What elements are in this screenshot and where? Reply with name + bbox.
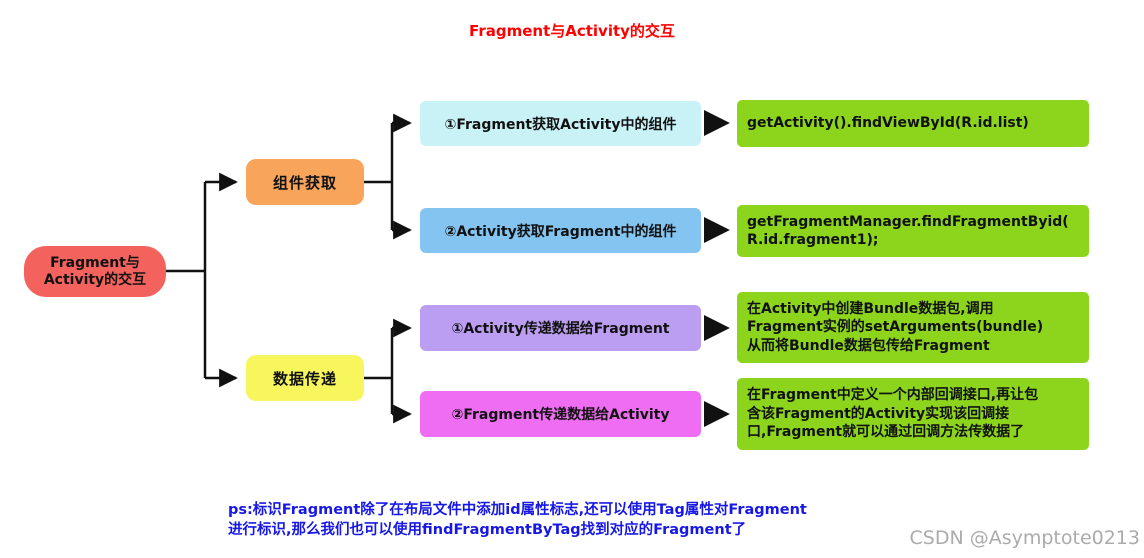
watermark-text: CSDN @Asymptote0213 [909,527,1141,549]
thin-connectors [166,113,412,424]
diagram-title: Fragment与Activity的交互 [469,22,675,40]
leaf-node-activity-get-fragment-component: ②Activity获取Fragment中的组件 [420,208,701,253]
leaf-node-activity-pass-data-to-fragment: ①Activity传递数据给Fragment [420,305,701,351]
result-box-findviewbyid: getActivity().findViewById(R.id.list) [737,100,1089,147]
result-box-callback-interface: 在Fragment中定义一个内部回调接口,再让包 含该Fragment的Acti… [737,378,1089,450]
thick-connectors [703,110,730,427]
leaf-node-fragment-pass-data-to-activity: ②Fragment传递数据给Activity [420,391,701,437]
branch-node-component-acquire: 组件获取 [246,159,364,205]
branch-node-data-transfer: 数据传递 [246,355,364,401]
footnote-ps-text: ps:标识Fragment除了在布局文件中添加id属性标志,还可以使用Tag属性… [228,502,807,538]
root-node: Fragment与 Activity的交互 [24,246,166,297]
leaf-node-fragment-get-activity-component: ①Fragment获取Activity中的组件 [420,101,701,146]
result-box-bundle-setarguments: 在Activity中创建Bundle数据包,调用 Fragment实例的setA… [737,292,1089,363]
result-box-findfragmentbyid: getFragmentManager.findFragmentByid( R.i… [737,205,1089,257]
